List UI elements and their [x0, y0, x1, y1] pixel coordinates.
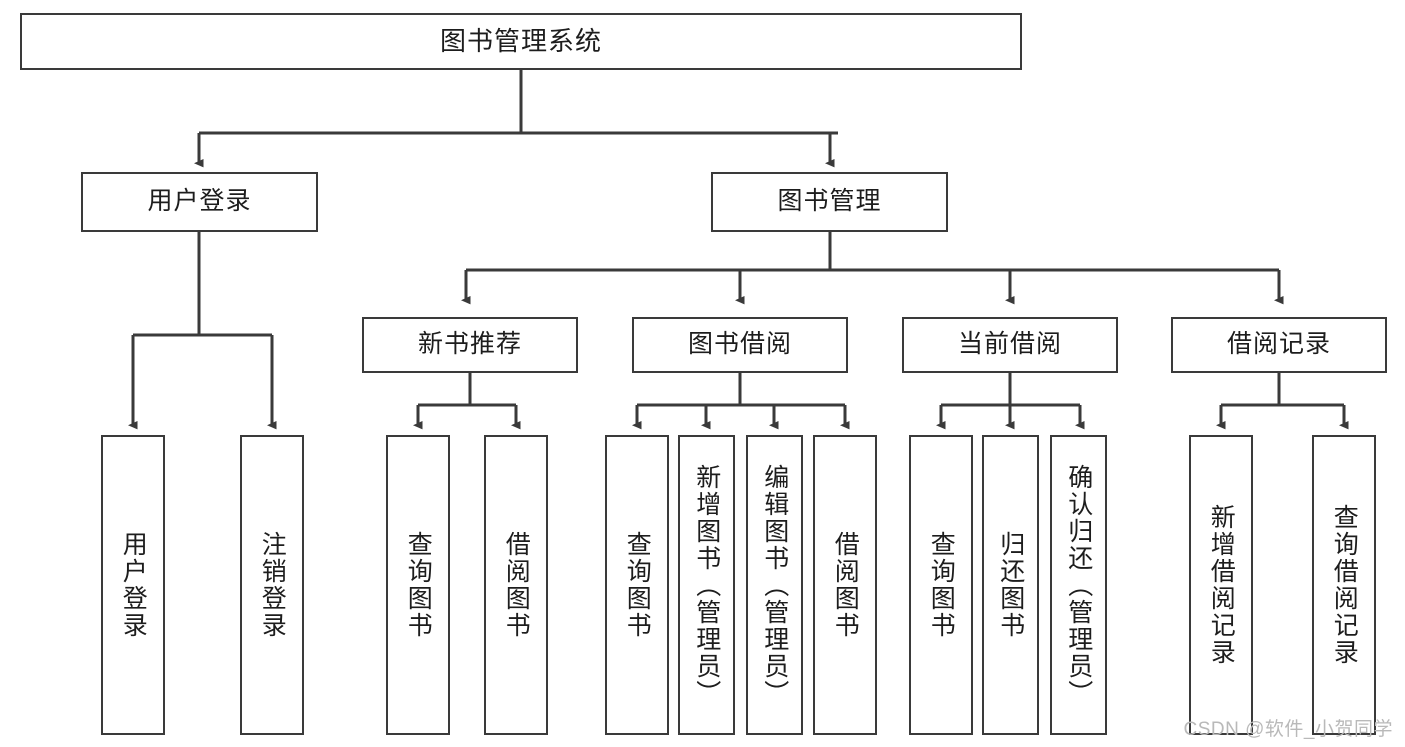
- leaf-confirm-return-admin[interactable]: 确认归还（管理员）: [1050, 435, 1107, 735]
- node-borrow-record[interactable]: 借阅记录: [1171, 317, 1387, 373]
- node-root-system[interactable]: 图书管理系统: [20, 13, 1022, 70]
- node-label: 用户登录: [119, 531, 148, 639]
- node-label: 图书借阅: [687, 330, 792, 359]
- leaf-logout-login[interactable]: 注销登录: [240, 435, 304, 735]
- leaf-query-book-recommend[interactable]: 查询图书: [386, 435, 450, 735]
- node-label: 查询图书: [404, 531, 433, 639]
- node-label: 查询借阅记录: [1330, 504, 1359, 666]
- leaf-query-book-borrow[interactable]: 查询图书: [605, 435, 669, 735]
- node-user-login[interactable]: 用户登录: [81, 172, 318, 232]
- leaf-query-book-current[interactable]: 查询图书: [909, 435, 973, 735]
- leaf-query-borrow-record[interactable]: 查询借阅记录: [1312, 435, 1376, 735]
- node-new-book-recommend[interactable]: 新书推荐: [362, 317, 578, 373]
- node-label: 新书推荐: [417, 330, 522, 359]
- node-label: 用户登录: [147, 187, 252, 216]
- node-label: 借阅图书: [831, 531, 860, 639]
- leaf-borrow-book[interactable]: 借阅图书: [813, 435, 877, 735]
- node-label: 归还图书: [996, 531, 1025, 639]
- node-label: 新增借阅记录: [1207, 504, 1236, 666]
- node-label: 查询图书: [927, 531, 956, 639]
- node-current-borrow[interactable]: 当前借阅: [902, 317, 1118, 373]
- node-label: 借阅记录: [1226, 330, 1331, 359]
- node-label: 当前借阅: [957, 330, 1062, 359]
- node-label: 编辑图书（管理员）: [760, 463, 789, 707]
- node-label: 确认归还（管理员）: [1064, 463, 1093, 707]
- node-label: 新增图书（管理员）: [692, 463, 721, 707]
- node-label: 图书管理系统: [439, 26, 602, 57]
- node-label: 注销登录: [258, 531, 287, 639]
- leaf-user-login[interactable]: 用户登录: [101, 435, 165, 735]
- leaf-edit-book-admin[interactable]: 编辑图书（管理员）: [746, 435, 803, 735]
- leaf-borrow-book-recommend[interactable]: 借阅图书: [484, 435, 548, 735]
- leaf-add-borrow-record[interactable]: 新增借阅记录: [1189, 435, 1253, 735]
- leaf-add-book-admin[interactable]: 新增图书（管理员）: [678, 435, 735, 735]
- node-label: 借阅图书: [502, 531, 531, 639]
- node-book-management[interactable]: 图书管理: [711, 172, 948, 232]
- leaf-return-book[interactable]: 归还图书: [982, 435, 1039, 735]
- node-book-borrow[interactable]: 图书借阅: [632, 317, 848, 373]
- node-label: 查询图书: [623, 531, 652, 639]
- node-label: 图书管理: [777, 187, 882, 216]
